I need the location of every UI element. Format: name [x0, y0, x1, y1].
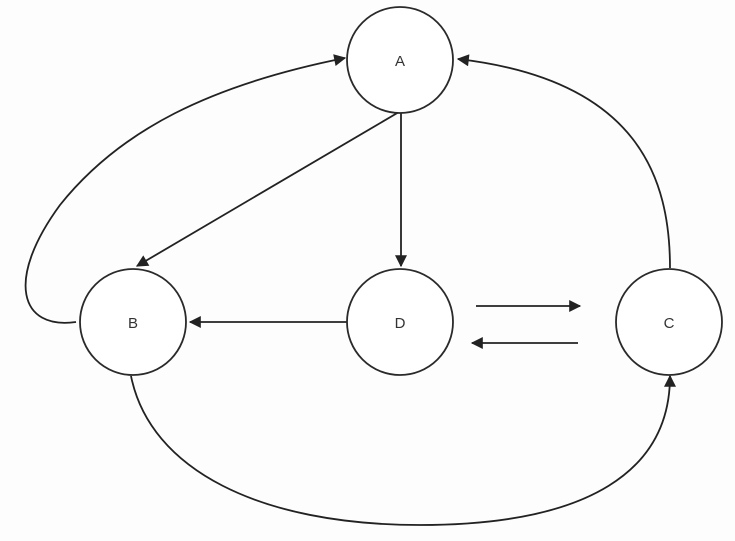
node-b: B — [79, 268, 187, 376]
edges-group — [24, 54, 676, 526]
node-c-circle — [615, 268, 723, 376]
node-b-circle — [79, 268, 187, 376]
edge-b-to-a — [24, 54, 347, 324]
node-a: A — [346, 6, 454, 114]
node-b-label: B — [128, 315, 138, 332]
node-c-label: C — [664, 315, 675, 332]
node-d: D — [346, 268, 454, 376]
edge-b-to-c — [130, 374, 676, 526]
node-a-circle — [346, 6, 454, 114]
edge-a-to-b — [135, 111, 400, 267]
node-d-circle — [346, 268, 454, 376]
node-a-label: A — [395, 53, 405, 70]
node-c: C — [615, 268, 723, 376]
node-d-label: D — [395, 315, 406, 332]
edge-c-to-a — [456, 54, 671, 269]
